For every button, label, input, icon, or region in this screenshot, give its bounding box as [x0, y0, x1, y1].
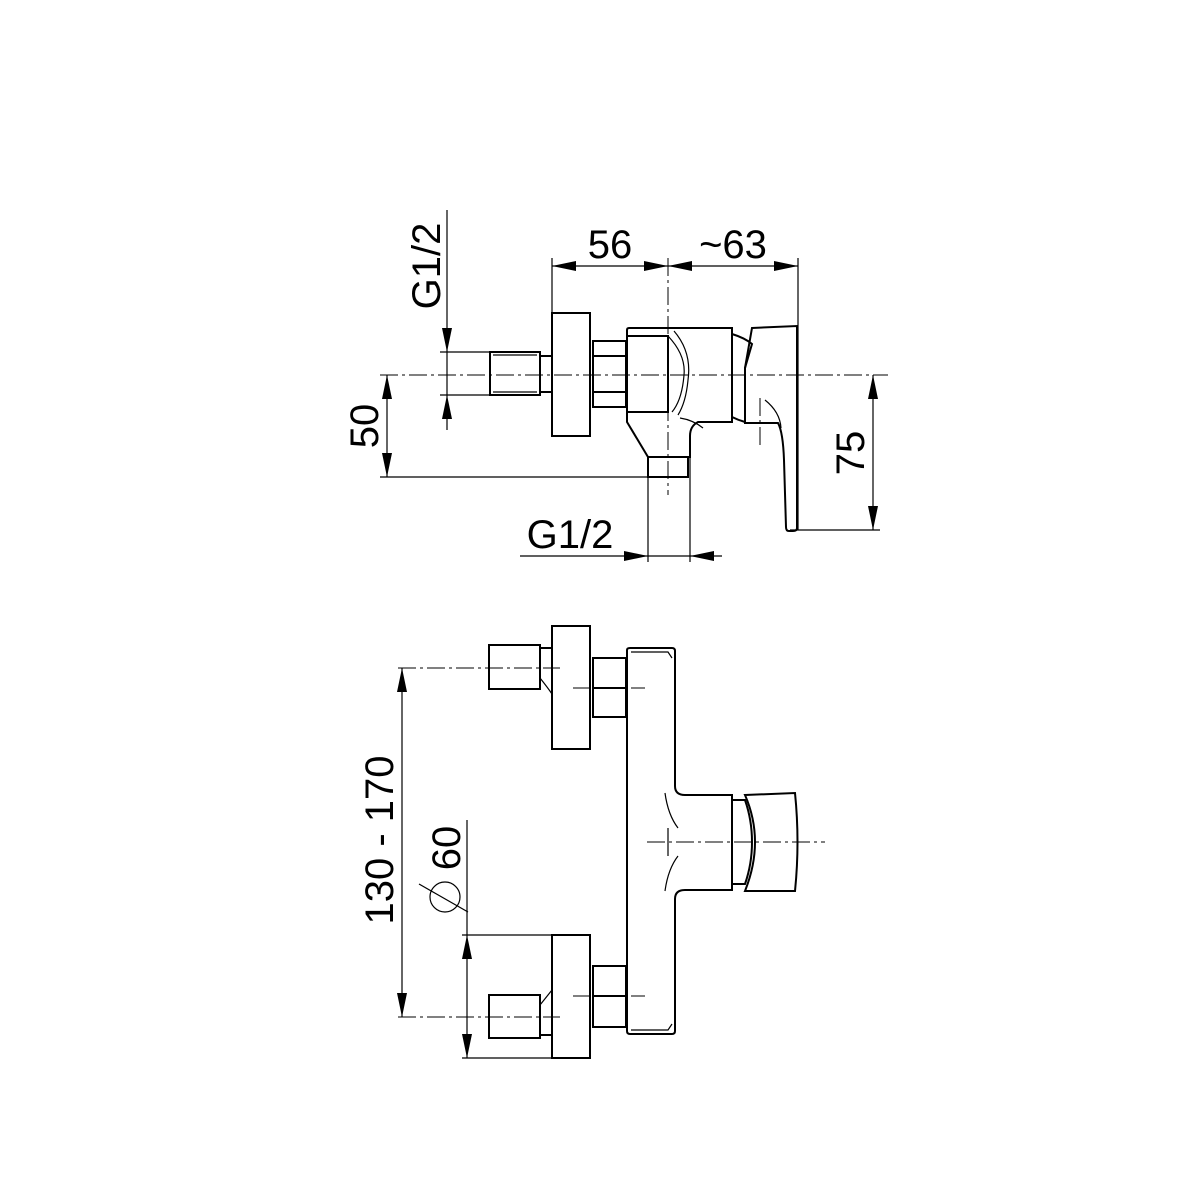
inlet-pipe — [489, 351, 553, 396]
dimension-130-170: 130 - 170 — [358, 668, 407, 1017]
outlet-connector — [647, 456, 689, 478]
top-connection — [488, 625, 627, 750]
handle-height-label: 75 — [829, 431, 873, 476]
diameter-symbol-icon — [418, 881, 469, 913]
dimension-inlet-thread: G1/2 — [405, 210, 490, 430]
handle-depth-label: ~63 — [699, 223, 767, 267]
flange-diameter-label: 60 — [425, 826, 469, 871]
bottom-connection — [488, 934, 627, 1059]
dimension-diameter-60: 60 — [418, 820, 590, 1059]
outlet-offset-label: 50 — [343, 404, 387, 449]
dimension-56: 56 — [551, 223, 668, 312]
centers-distance-label: 130 - 170 — [358, 755, 402, 924]
mixer-body-front — [626, 647, 733, 1035]
dimension-50: 50 — [343, 375, 648, 478]
dimension-63: ~63 — [668, 223, 799, 530]
lever-handle — [744, 324, 798, 532]
inlet-thread-label: G1/2 — [405, 223, 449, 310]
outlet-thread-label: G1/2 — [527, 513, 614, 557]
control-knob — [732, 791, 799, 892]
depth-label: 56 — [588, 223, 633, 267]
front-view: 130 - 170 60 — [358, 625, 825, 1059]
side-view: G1/2 56 ~63 50 — [343, 210, 888, 562]
wall-flange — [551, 312, 591, 437]
dimension-outlet-thread: G1/2 — [520, 457, 722, 562]
eccentric-nut — [592, 340, 627, 408]
mixer-body — [626, 327, 754, 478]
dimension-75: 75 — [790, 375, 880, 531]
